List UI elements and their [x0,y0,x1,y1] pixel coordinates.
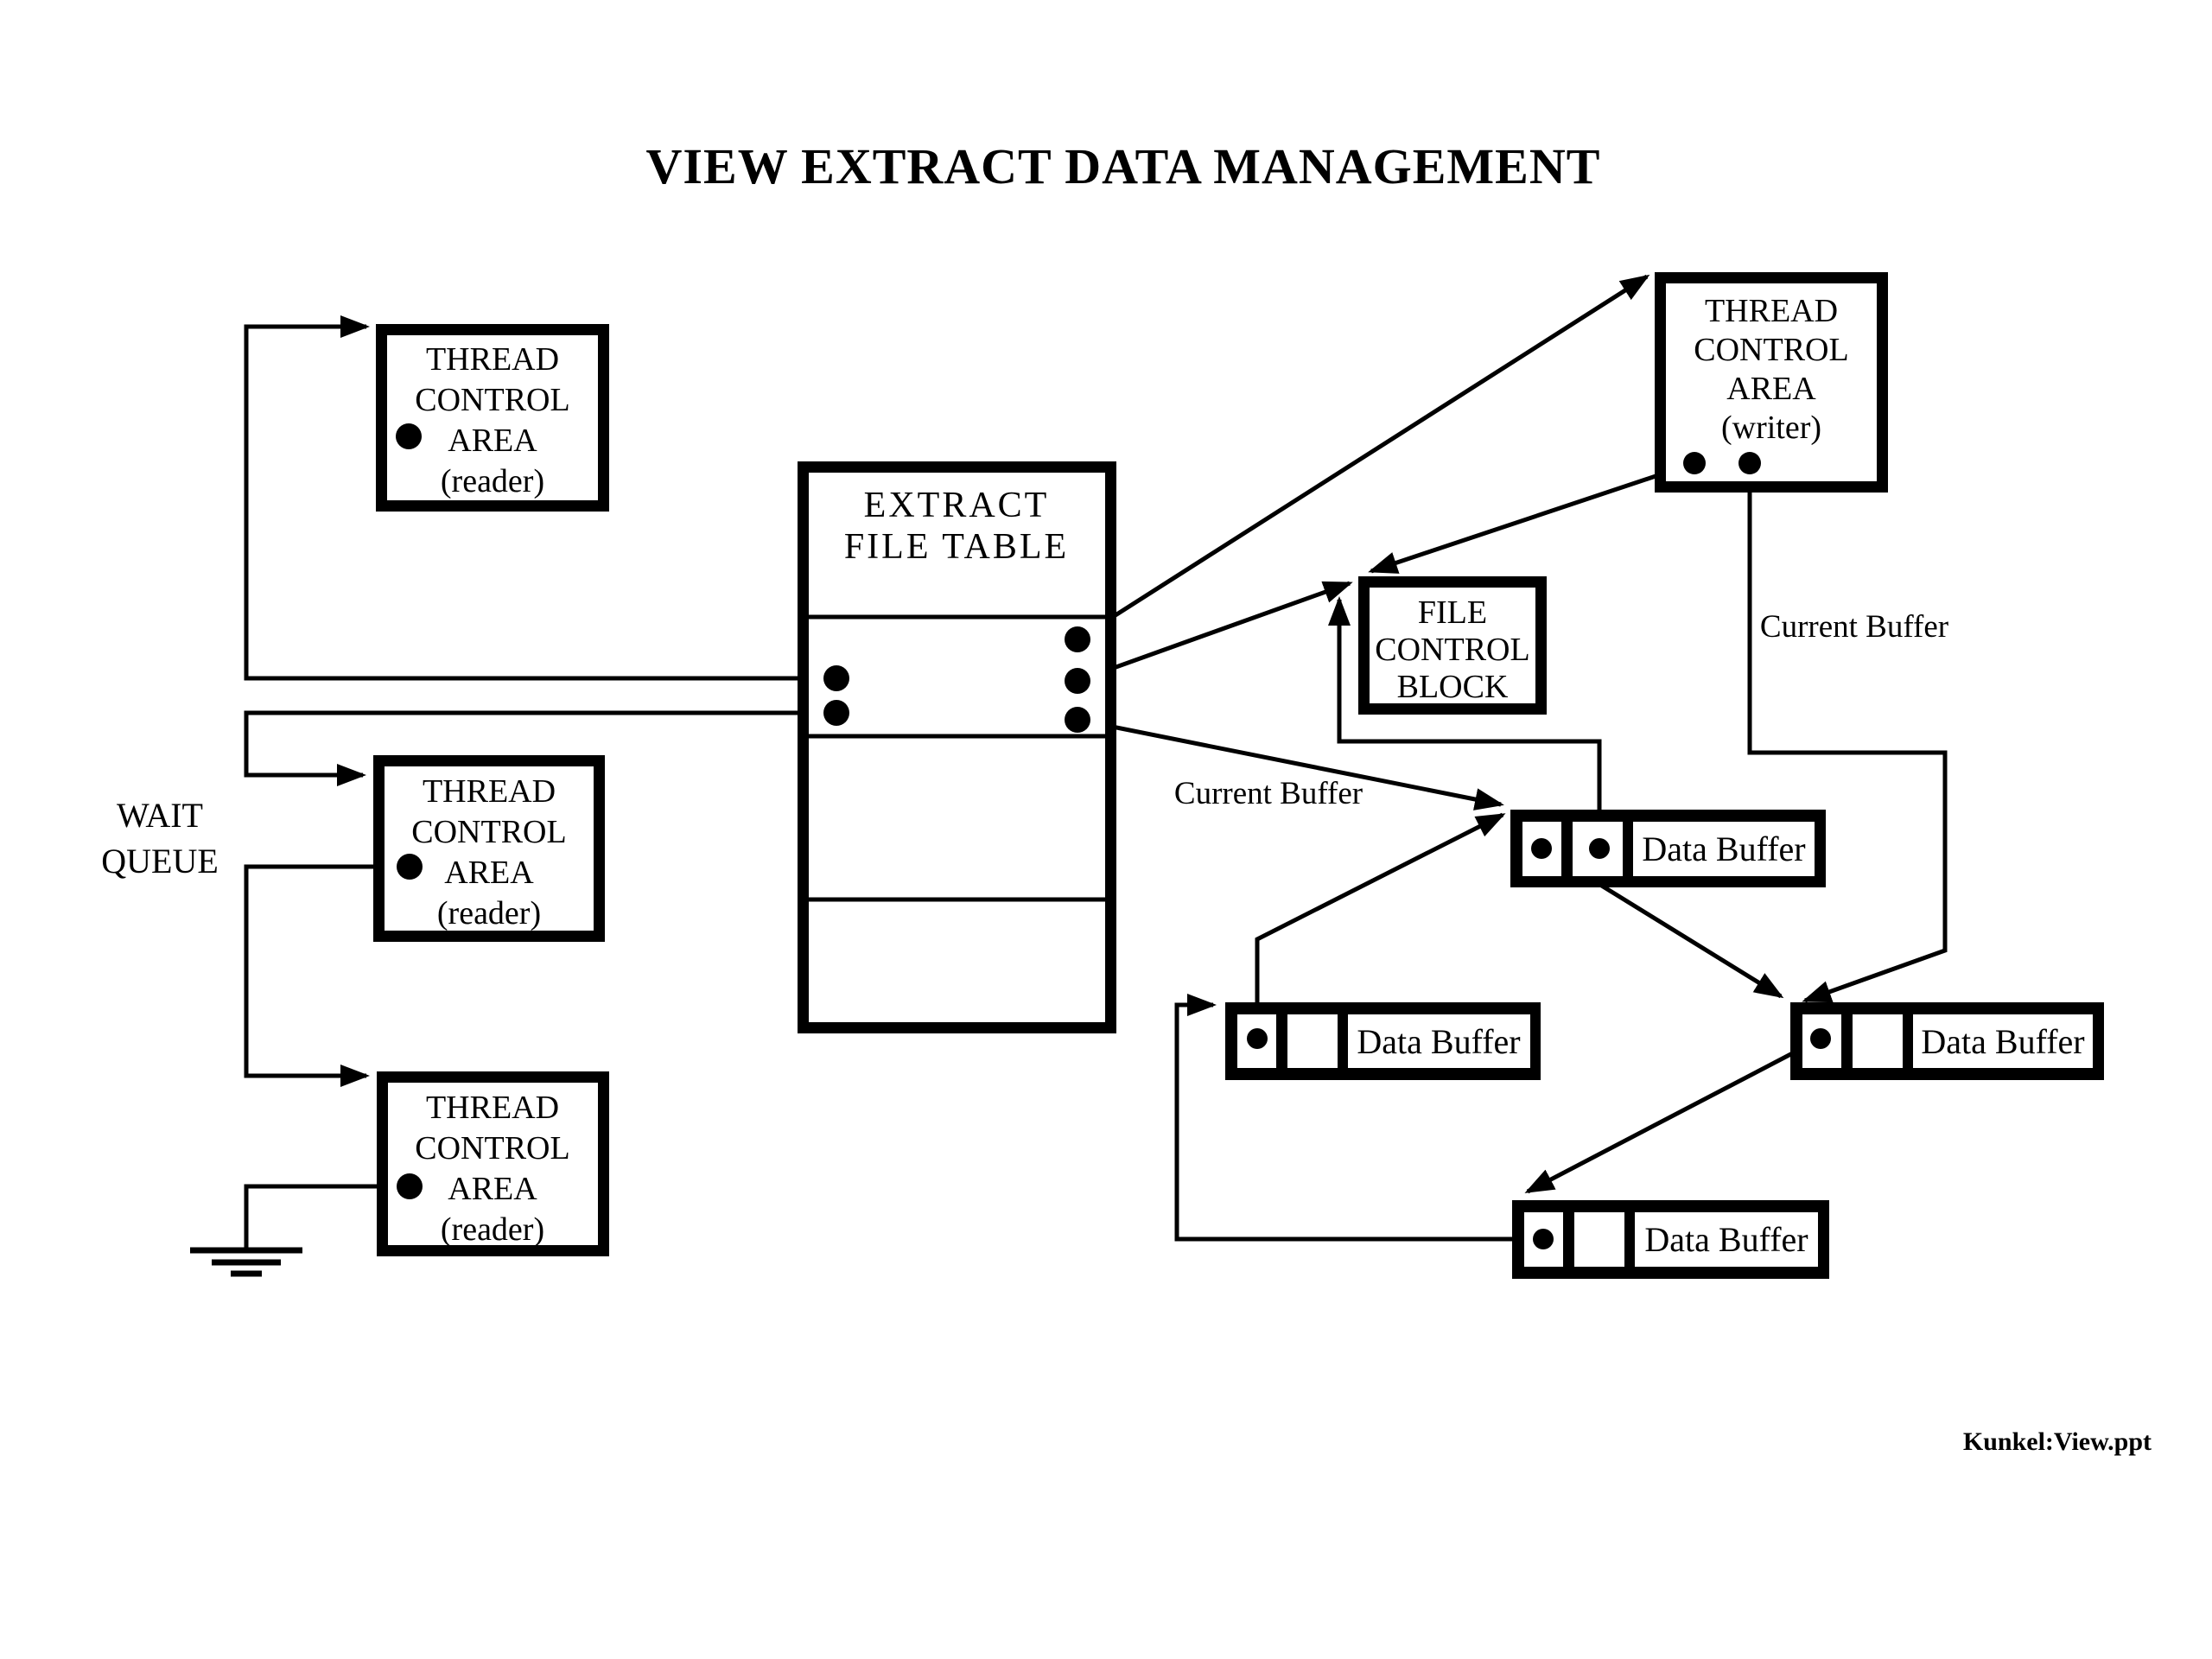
pointer-dot [397,854,423,880]
connector-eft-to-reader2 [244,710,836,786]
pointer-dot [1533,1229,1554,1249]
pointer-dot [1683,452,1706,474]
data-buffer-label: Data Buffer [1357,1022,1520,1061]
tca-reader-1-line2: CONTROL [415,382,569,418]
thread-control-area-writer-box [1655,272,1888,493]
tca-reader-2-line4: (reader) [437,895,541,931]
current-buffer-label-left: Current Buffer [1174,776,1363,811]
file-control-block-line2: CONTROL [1375,632,1529,668]
tca-reader-3-line1: THREAD [426,1090,559,1126]
tca-writer-line4: (writer) [1721,410,1821,446]
tca-reader-1-line1: THREAD [426,341,559,378]
pointer-dot [1247,1028,1268,1049]
pointer-dot [396,423,422,449]
wait-queue-line2: QUEUE [101,842,219,880]
buffer-cell [1853,1014,1903,1068]
file-control-block-box [1358,576,1547,715]
data-buffer-label: Data Buffer [1921,1022,2084,1061]
thread-control-area-reader-2: THREAD CONTROL AREA (reader) [373,755,605,942]
connector-buffer1-to-fcb [1328,596,1602,849]
data-buffer-bottom: Data Buffer [1512,1200,1829,1279]
file-control-block: FILE CONTROL BLOCK [1358,576,1547,715]
page-title: VIEW EXTRACT DATA MANAGEMENT [646,138,1601,194]
ground-icon [190,1247,302,1277]
current-buffer-label-right: Current Buffer [1760,609,1948,645]
data-buffer-left: Data Buffer [1225,1002,1541,1080]
thread-control-area-reader-3: THREAD CONTROL AREA (reader) [377,1071,609,1256]
file-control-block-line3: BLOCK [1397,669,1509,705]
pointer-dot [823,665,849,691]
pointer-dot [823,700,849,726]
connector-writer-to-fcb [1368,461,1695,574]
buffer-label-cell [1635,1212,1818,1267]
data-buffer-label: Data Buffer [1644,1220,1808,1259]
tca-reader-3-line3: AREA [448,1171,537,1207]
buffer-cell [1287,1014,1338,1068]
pointer-dot [1810,1028,1831,1049]
pointer-dot [1065,707,1090,733]
data-buffer-label: Data Buffer [1642,830,1805,868]
connector-reader2-to-reader3 [244,864,410,1087]
buffer-label-cell [1633,822,1815,876]
thread-control-area-reader-1: THREAD CONTROL AREA (reader) [376,324,609,512]
connector-buffer-bottom-to-buffer-left [1174,994,1543,1242]
tca-reader-3-line4: (reader) [441,1211,544,1248]
extract-file-table-line1: EXTRACT [864,486,1050,525]
pointer-dot [1738,452,1761,474]
pointer-dot [397,1173,423,1199]
data-buffer-current: Data Buffer [1510,810,1826,887]
pointer-dot [1531,838,1552,859]
tca-reader-1-line4: (reader) [441,463,544,499]
footer-credit: Kunkel:View.ppt [1963,1427,2152,1456]
pointer-dot [1589,838,1610,859]
connector-eft-to-reader1 [244,315,836,681]
pointer-dot [1065,668,1090,694]
wait-queue-label: WAIT QUEUE [101,796,219,880]
thread-control-area-writer: THREAD CONTROL AREA (writer) [1655,272,1888,493]
connector-writer-to-buffer-right [1747,463,1948,1003]
buffer-label-cell [1913,1014,2093,1068]
connector-buffer-right-to-buffer-bottom [1524,1036,1822,1194]
tca-writer-line3: AREA [1726,371,1816,407]
tca-reader-2-line1: THREAD [423,773,556,810]
tca-reader-3-line2: CONTROL [415,1130,569,1166]
wait-queue-line1: WAIT [117,796,203,835]
buffer-cell [1574,1212,1624,1267]
file-control-block-line1: FILE [1418,594,1487,631]
connector-eft-to-current-buffer [1077,717,1504,810]
tca-reader-1-line3: AREA [448,423,537,459]
thread-control-area-reader-1-box [376,324,609,512]
tca-writer-line1: THREAD [1705,293,1838,329]
tca-reader-2-line3: AREA [444,855,534,891]
connector-reader3-to-ground [244,1184,410,1250]
data-buffer-right: Data Buffer [1790,1002,2104,1080]
extract-file-table-box [798,461,1116,1033]
pointer-dot [1065,626,1090,652]
thread-control-area-reader-2-box [373,755,605,942]
extract-file-table: EXTRACT FILE TABLE [798,461,1116,1033]
buffer-label-cell [1348,1014,1530,1068]
tca-reader-2-line2: CONTROL [411,814,566,850]
extract-file-table-line2: FILE TABLE [844,527,1069,567]
connector-eft-to-writer [1076,274,1650,642]
connector-eft-to-fcb [1077,581,1353,683]
thread-control-area-reader-3-box [377,1071,609,1256]
tca-writer-line2: CONTROL [1694,332,1848,368]
